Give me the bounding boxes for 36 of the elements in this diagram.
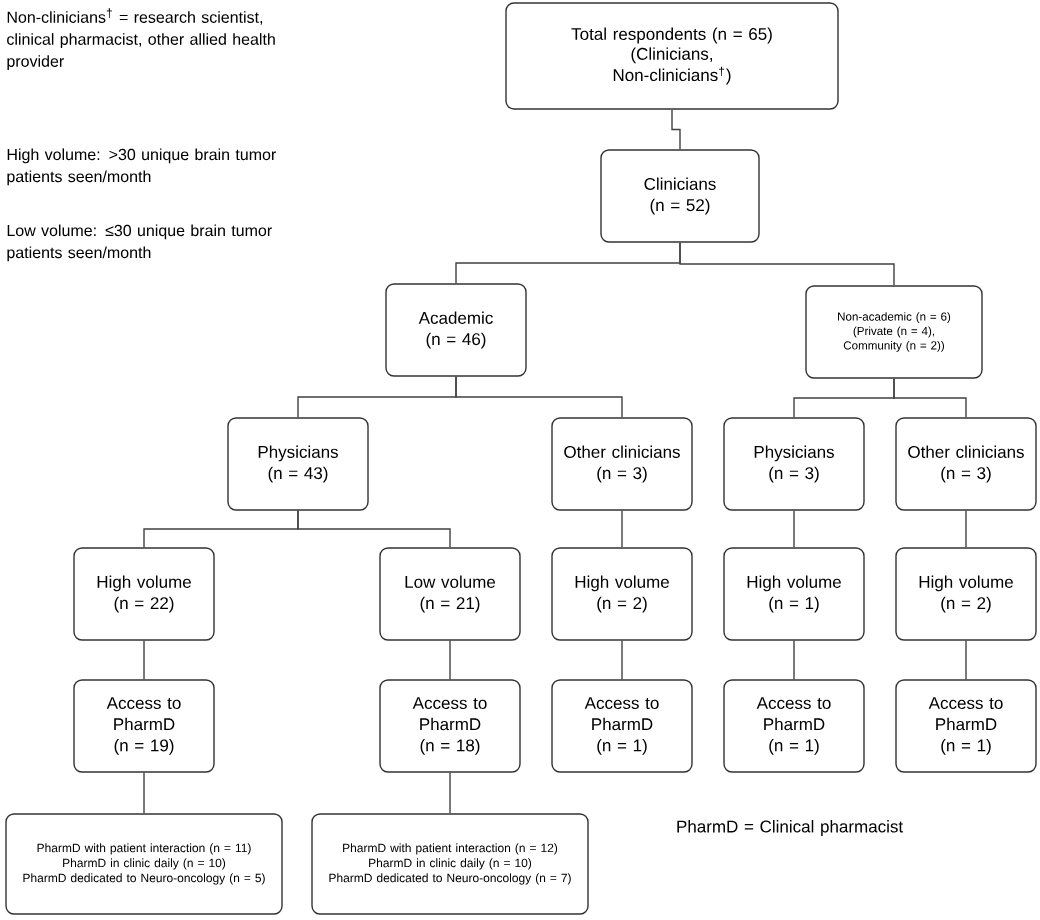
box: High volume (n = 1) (723, 547, 865, 641)
connector-line (143, 771, 145, 814)
connector-line (297, 510, 451, 548)
connector-line (621, 640, 623, 680)
connector-line (449, 640, 451, 680)
box: Academic (n = 46) (385, 283, 527, 377)
box: Physicians (n = 3) (723, 417, 865, 511)
connector-line (621, 510, 623, 548)
box: High volume (n = 2) (551, 547, 693, 641)
connector-line (965, 640, 967, 680)
note-text: PharmD = Clinical pharmacist (677, 820, 904, 836)
box: Access to PharmD (n = 1) (895, 679, 1037, 773)
box: Low volume (n = 21) (379, 547, 521, 641)
connector-line (449, 771, 451, 814)
box: Other clinicians (n = 3) (551, 417, 693, 511)
box: High volume (n = 2) (895, 547, 1037, 641)
connector-line (455, 376, 623, 418)
connector-line (143, 640, 145, 680)
box: Access to PharmD (n = 1) (551, 679, 693, 773)
connector-line (793, 510, 795, 548)
connector-line (965, 510, 967, 548)
box: Access to PharmD (n = 18) (379, 679, 521, 773)
box: High volume (n = 22) (73, 547, 215, 641)
connector-line (671, 109, 681, 150)
box: Total respondents (n = 65) (Clinicians, Non-clinicians$^{†}$) (505, 2, 839, 110)
box: Access to PharmD (n = 19) (73, 679, 215, 773)
box: Other clinicians (n = 3) (895, 417, 1037, 511)
box: Clinicians (n = 52) (600, 149, 760, 243)
box: Physicians (n = 43) (227, 417, 369, 511)
connector-line (679, 242, 895, 286)
note-text: High volume: >30 unique brain tumor patients seen/month (7, 148, 276, 186)
note-text: Low volume: ≤30 unique brain tumor patients seen/month (7, 224, 272, 262)
connector-line (793, 640, 795, 680)
note-text: Non-clinicians$^{†}$ = research scientist, clinical pharmacist, other allied health provider (7, 8, 275, 71)
connector-line (893, 378, 967, 418)
box: Access to PharmD (n = 1) (723, 679, 865, 773)
